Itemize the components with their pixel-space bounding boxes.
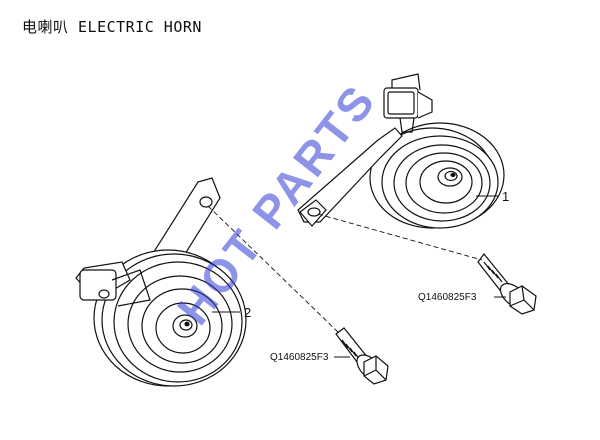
part-number-bolt-2: Q1460825F3 xyxy=(270,352,329,363)
part-number-bolt-1: Q1460825F3 xyxy=(418,292,477,303)
horn-2 xyxy=(75,177,247,387)
leader-lines xyxy=(212,195,506,358)
horn-1 xyxy=(297,73,505,229)
callout-2: 2 xyxy=(244,305,251,320)
assembly-lines xyxy=(207,205,483,335)
page-title: 电喇叭 ELECTRIC HORN xyxy=(22,18,202,36)
bolt-2 xyxy=(335,327,389,385)
callout-1: 1 xyxy=(502,189,509,204)
bolt-1 xyxy=(477,253,537,315)
